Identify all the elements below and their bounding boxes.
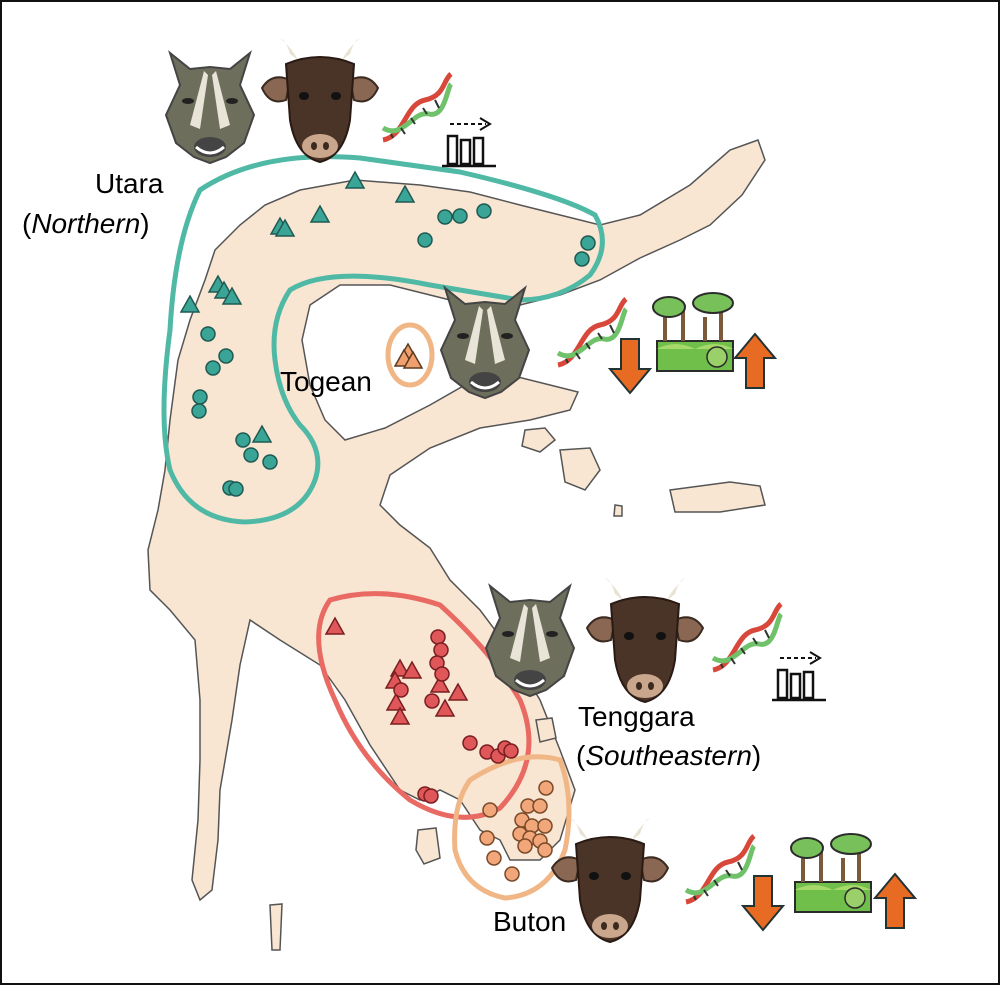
up-arrow-icon [874, 873, 916, 929]
buton-label: Buton [493, 906, 567, 937]
togean-markers [393, 342, 424, 369]
babirusa-head-icon [484, 584, 576, 698]
utara-markers [179, 170, 596, 497]
down-arrow-icon [609, 338, 651, 394]
bar-chart-stable-icon [770, 650, 828, 702]
island [415, 827, 441, 865]
up-arrow-icon [734, 333, 776, 389]
anoa-head-icon [586, 577, 704, 703]
tenggara-english-label: (Southeastern) [576, 740, 762, 771]
island [269, 903, 283, 951]
down-arrow-icon [742, 875, 784, 931]
island [559, 447, 601, 491]
island [669, 481, 766, 513]
dna-icon [686, 836, 754, 902]
buton-markers [479, 780, 554, 882]
utara-label: Utara [95, 168, 164, 199]
forest-icon [789, 832, 873, 914]
utara-english-label: (Northern) [22, 208, 150, 239]
anoa-head-icon [261, 37, 379, 163]
dna-icon [558, 299, 626, 365]
island [613, 504, 623, 517]
tenggara-english-name: Southeastern [585, 740, 752, 771]
island [521, 427, 557, 453]
bar-chart-stable-icon [440, 116, 498, 168]
dna-icon [713, 604, 781, 670]
tenggara-region-outline [316, 591, 532, 820]
togean-label: Togean [280, 366, 372, 397]
tenggara-label: Tenggara [578, 701, 695, 732]
dna-icon [383, 74, 451, 140]
tenggara-markers [324, 616, 519, 804]
buton-region-outline [452, 754, 572, 901]
sulawesi-island [147, 139, 766, 902]
babirusa-head-icon [164, 51, 256, 165]
togean-region-outline [385, 322, 435, 388]
utara-region-outline [161, 154, 605, 525]
utara-english-name: Northern [31, 208, 141, 239]
babirusa-head-icon [439, 286, 531, 400]
island [535, 717, 557, 743]
forest-icon [651, 291, 735, 373]
